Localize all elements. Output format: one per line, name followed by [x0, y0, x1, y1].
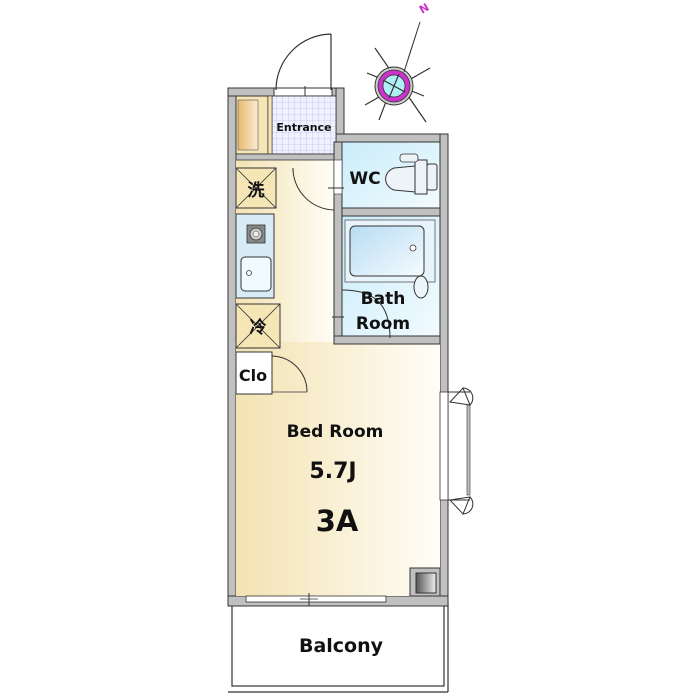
fridge-label: 冷	[250, 317, 267, 338]
entrance-label: Entrance	[276, 121, 331, 134]
washer-space: 洗	[235, 167, 277, 209]
duct-icon	[415, 572, 437, 594]
side-window	[439, 387, 474, 515]
balcony: Balcony	[228, 601, 449, 693]
bath-label-line2: Room	[356, 314, 410, 334]
closet-label: Clo	[239, 366, 267, 385]
closet: Clo	[235, 351, 308, 395]
bedroom-label: Bed Room	[287, 422, 384, 442]
toilet-icon	[385, 153, 438, 195]
washbasin-icon	[413, 275, 429, 299]
inner-walls	[235, 95, 441, 345]
balcony-sliding-door	[245, 593, 387, 606]
entrance-door	[273, 33, 333, 98]
bedroom-size: 5.7J	[309, 459, 356, 484]
bath-label-line1: Bath	[361, 289, 406, 309]
kitchen-counter	[235, 213, 275, 299]
hall-door	[292, 167, 336, 211]
wc-label: WC	[349, 169, 380, 189]
balcony-label: Balcony	[299, 635, 384, 657]
shoe-cabinet	[235, 95, 269, 155]
compass: N	[364, 1, 431, 123]
fridge-space: 冷	[235, 303, 281, 349]
unit-name: 3A	[316, 504, 359, 538]
sink-icon	[240, 256, 272, 292]
bathtub-icon	[349, 225, 425, 277]
wc: WC	[328, 141, 441, 209]
entrance: Entrance	[271, 95, 337, 155]
bath-room: Bath Room	[332, 215, 441, 339]
north-label: N	[417, 1, 431, 17]
washer-label: 洗	[248, 180, 265, 201]
north-arrow-icon	[403, 21, 421, 73]
